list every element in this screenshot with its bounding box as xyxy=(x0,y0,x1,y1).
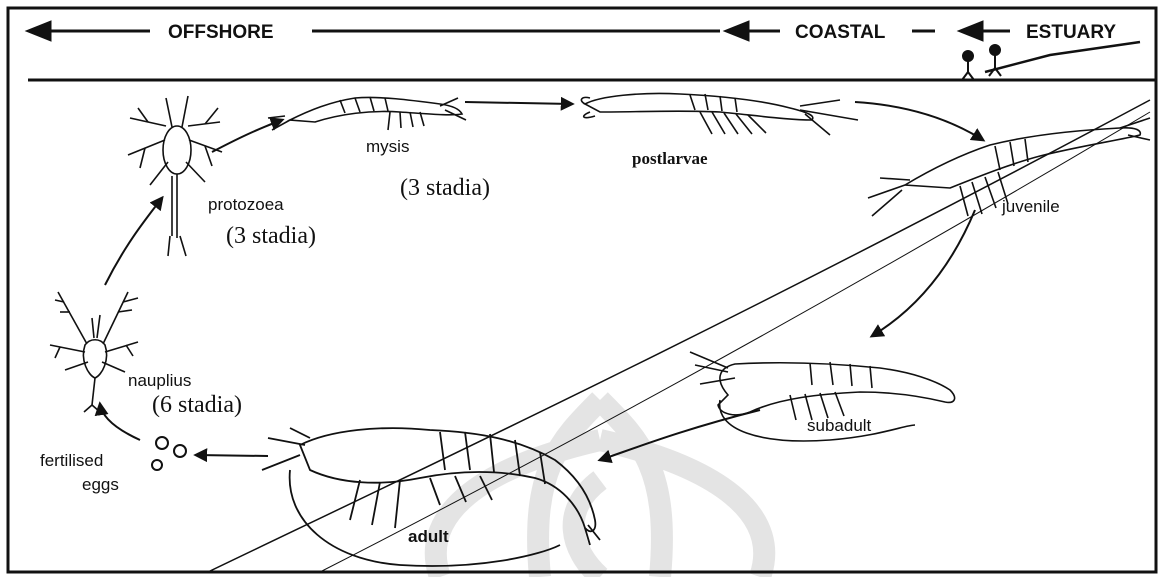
arrow-eggs-to-nauplius xyxy=(100,404,140,440)
protozoea-larva-icon xyxy=(128,96,222,256)
mysis-larva-icon xyxy=(268,97,466,130)
sea-floor xyxy=(208,100,1150,572)
watermark-logo xyxy=(436,400,765,577)
zone-header: OFFSHORE COASTAL ESTUARY xyxy=(30,22,1116,43)
label-mysis: mysis xyxy=(366,137,409,156)
label-juvenile: juvenile xyxy=(1001,197,1060,216)
label-nauplius: nauplius xyxy=(128,371,191,390)
shrimp-postlarva-icon xyxy=(581,93,858,135)
eggs-icon xyxy=(152,437,186,470)
label-nauplius-stadia: (6 stadia) xyxy=(152,392,242,418)
arrow-postlarvae-to-juvenile xyxy=(855,102,983,140)
label-protozoea-stadia: (3 stadia) xyxy=(226,223,316,249)
nauplius-larva-icon xyxy=(50,292,138,412)
label-adult: adult xyxy=(408,527,449,546)
label-mysis-stadia: (3 stadia) xyxy=(400,175,490,201)
arrow-juvenile-to-subadult xyxy=(872,210,975,336)
label-fertilised: fertilised xyxy=(40,451,103,470)
zone-offshore-label: OFFSHORE xyxy=(168,22,274,43)
label-protozoea: protozoea xyxy=(208,195,284,214)
water-surface xyxy=(28,42,1155,80)
zone-estuary-label: ESTUARY xyxy=(1026,22,1116,43)
arrow-adult-to-eggs xyxy=(196,455,268,456)
label-eggs: eggs xyxy=(82,475,119,494)
label-postlarvae: postlarvae xyxy=(632,149,708,168)
arrow-protozoea-to-mysis xyxy=(212,120,282,152)
arrow-mysis-to-postlarvae xyxy=(465,102,572,104)
arrow-nauplius-to-protozoea xyxy=(105,198,162,285)
people-icon xyxy=(962,45,1001,80)
zone-coastal-label: COASTAL xyxy=(795,22,886,43)
label-subadult: subadult xyxy=(807,416,872,435)
